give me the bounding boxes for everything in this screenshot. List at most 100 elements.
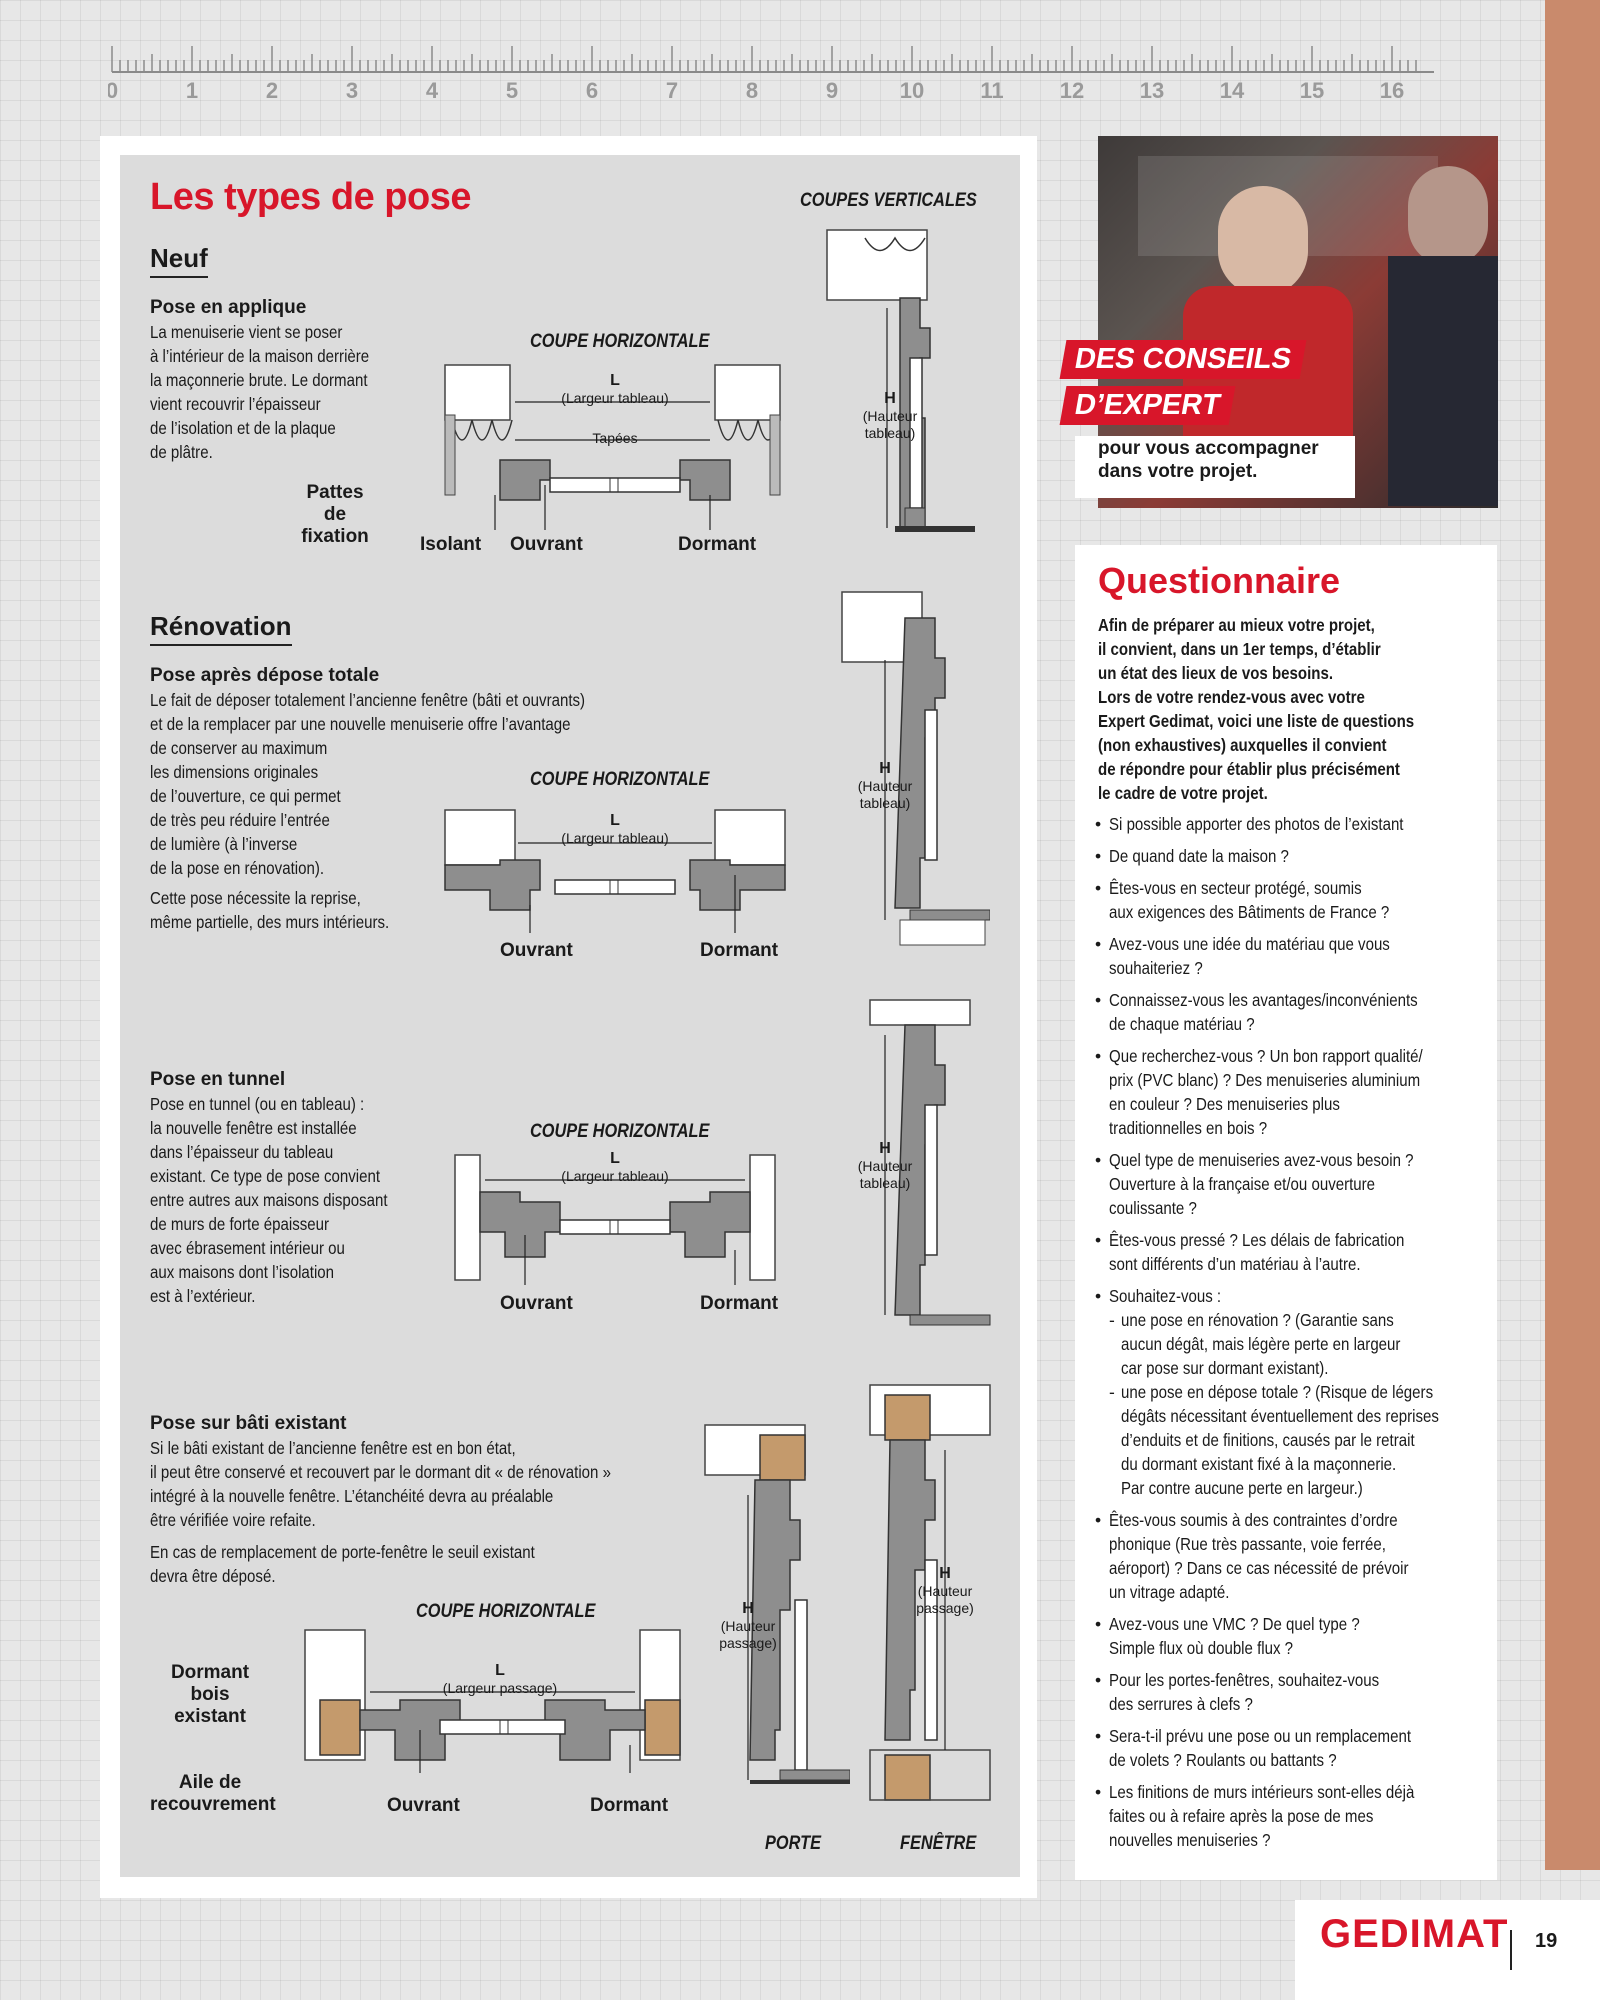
pose-bati-existant-text-2: En cas de remplacement de porte-fenêtre … — [150, 1542, 535, 1586]
tunnel-vertical-diagram — [869, 999, 991, 1326]
section-renovation-title: Rénovation — [150, 611, 292, 646]
bati-dormant-label: Dormant — [590, 1795, 669, 1816]
q-line: Êtes-vous en secteur protégé, soumis — [1109, 878, 1362, 898]
bati-coupe-horizontale-title: COUPE HORIZONTALE — [416, 1601, 596, 1622]
tunnel-L-label: L (Largeur tableau) — [561, 1150, 669, 1184]
tunnel-H-label: H (Hauteur tableau) — [857, 1140, 913, 1191]
q-item2-1: Avez-vous une VMC ? De quel type ? Simple… — [1095, 1612, 1545, 1660]
q-line: des serrures à clefs ? — [1109, 1694, 1253, 1714]
q-item-0: Si possible apporter des photos de l’exi… — [1095, 812, 1545, 836]
renovation-L-label: L (Largeur tableau) — [561, 812, 669, 846]
ruler-tick-label: 16 — [1380, 78, 1404, 103]
ruler-tick-label: 9 — [826, 78, 838, 103]
ruler-tick-label: 2 — [266, 78, 278, 103]
renovation-horizontal-diagram — [444, 809, 786, 933]
q-line: aéroport) ? Dans ce cas nécessité de pré… — [1109, 1558, 1409, 1578]
q-item-2: Êtes-vous en secteur protégé, soumisaux … — [1095, 876, 1545, 924]
q-line: Par contre aucune perte en largeur.) — [1121, 1478, 1363, 1498]
pose-bati-existant-text: Si le bâti existant de l’ancienne fenêtr… — [150, 1438, 611, 1530]
q-line: nouvelles menuiseries ? — [1109, 1830, 1271, 1850]
q-line: en couleur ? Des menuiseries plus — [1109, 1094, 1340, 1114]
q-line: de volets ? Roulants ou battants ? — [1109, 1750, 1337, 1770]
q-item-4: Connaissez-vous les avantages/inconvénie… — [1095, 988, 1545, 1036]
q-line: phonique (Rue très passante, voie ferrée… — [1109, 1534, 1386, 1554]
renovation-coupe-horizontale-title: COUPE HORIZONTALE — [530, 769, 710, 790]
q-line: un vitrage adapté. — [1109, 1582, 1230, 1602]
fenetre-label: FENÊTRE — [900, 1833, 977, 1854]
q-line: car pose sur dormant existant). — [1121, 1358, 1329, 1378]
promo-subtitle-box — [1075, 436, 1355, 498]
q-line: De quand date la maison ? — [1109, 846, 1289, 866]
promo-badge-line1: DES CONSEILS — [1059, 340, 1307, 379]
promo-subtitle: pour vous accompagner dans votre projet. — [1098, 438, 1319, 482]
q-line: aucun dégât, mais légère perte en largeu… — [1121, 1334, 1401, 1354]
porte-label: PORTE — [765, 1833, 821, 1854]
pose-depose-totale-text-2: Cette pose nécessite la reprise, même pa… — [150, 888, 390, 932]
questionnaire-list: Si possible apporter des photos de l’exi… — [1095, 812, 1545, 1860]
tunnel-horizontal-diagram — [454, 1154, 776, 1285]
promo-badge-line2: D’EXPERT — [1059, 386, 1236, 425]
neuf-isolant-label: Isolant — [420, 534, 482, 555]
ruler-tick-label: 0 — [108, 78, 118, 103]
q-line: Les finitions de murs intérieurs sont-el… — [1109, 1782, 1415, 1802]
tunnel-coupe-horizontale-title: COUPE HORIZONTALE — [530, 1121, 710, 1142]
q-item-souhaitez: Souhaitez-vous : une pose en rénovation … — [1095, 1284, 1545, 1500]
ruler-tick-label: 6 — [586, 78, 598, 103]
q-line: sont différents d’un matériau à l’autre. — [1109, 1254, 1361, 1274]
pose-bati-existant-title: Pose sur bâti existant — [150, 1413, 347, 1434]
q-item2-2: Pour les portes-fenêtres, souhaitez-vous… — [1095, 1668, 1545, 1716]
tunnel-dormant-label: Dormant — [700, 1293, 779, 1314]
neuf-coupe-horizontale-title: COUPE HORIZONTALE — [530, 331, 710, 352]
q-line: Quel type de menuiseries avez-vous besoi… — [1109, 1150, 1414, 1170]
renovation-H-label: H (Hauteur tableau) — [857, 760, 913, 811]
gedimat-logo: GEDIMAT — [1320, 1912, 1509, 1956]
q-item2-4: Les finitions de murs intérieurs sont-el… — [1095, 1780, 1545, 1852]
q-item-7: Êtes-vous pressé ? Les délais de fabrica… — [1095, 1228, 1545, 1276]
ruler-tick-label: 1 — [186, 78, 198, 103]
q-line: Que recherchez-vous ? Un bon rapport qua… — [1109, 1046, 1423, 1066]
questionnaire-title: Questionnaire — [1098, 560, 1341, 601]
q-item-3: Avez-vous une idée du matériau que vous s… — [1095, 932, 1545, 980]
q-line: Êtes-vous soumis à des contraintes d’ord… — [1109, 1510, 1398, 1530]
pose-tunnel-title: Pose en tunnel — [150, 1069, 286, 1090]
q-line: de chaque matériau ? — [1109, 1014, 1255, 1034]
coupes-verticales-title: COUPES VERTICALES — [800, 190, 977, 211]
neuf-L-label: L (Largeur tableau) — [561, 372, 669, 406]
q-sub-item-0: une pose en rénovation ? (Garantie sans a… — [1109, 1308, 1545, 1380]
fenetre-H-label: H (Hauteur passage) — [916, 1565, 974, 1616]
q-line: Avez-vous une idée du matériau que vous — [1109, 934, 1390, 954]
bati-L-label: L (Largeur passage) — [442, 1662, 558, 1696]
q-item-5: Que recherchez-vous ? Un bon rapport qua… — [1095, 1044, 1545, 1140]
page-title: Les types de pose — [150, 176, 471, 218]
page-number: 19 — [1535, 1930, 1558, 1952]
q-item-6: Quel type de menuiseries avez-vous besoi… — [1095, 1148, 1545, 1220]
ruler-tick-label: 12 — [1060, 78, 1084, 103]
pose-tunnel-text: Pose en tunnel (ou en tableau) : la nouv… — [150, 1094, 388, 1306]
bati-horizontal-diagram — [304, 1629, 681, 1773]
pose-depose-totale-text: Le fait de déposer totalement l’ancienne… — [150, 690, 586, 878]
ruler-tick-label: 14 — [1220, 78, 1245, 103]
q-line: souhaiteriez ? — [1109, 958, 1203, 978]
neuf-H-label: H (Hauteur tableau) — [862, 390, 918, 441]
neuf-pattes-label: Pattes de fixation — [301, 482, 369, 547]
porte-vertical-diagram — [704, 1424, 850, 1784]
q-line: Sera-t-il prévu une pose ou un remplacem… — [1109, 1726, 1412, 1746]
neuf-ouvrant-label: Ouvrant — [510, 534, 583, 555]
q-line: une pose en rénovation ? (Garantie sans — [1121, 1310, 1394, 1330]
q-line: Avez-vous une VMC ? De quel type ? — [1109, 1614, 1360, 1634]
q-line: Simple flux où double flux ? — [1109, 1638, 1294, 1658]
fenetre-vertical-diagram — [869, 1384, 991, 1801]
renovation-dormant-label: Dormant — [700, 940, 779, 961]
pose-applique-title: Pose en applique — [150, 297, 307, 318]
ruler-tick-label: 10 — [900, 78, 924, 103]
q-line: Si possible apporter des photos de l’exi… — [1109, 814, 1404, 834]
ruler-tick-label: 13 — [1140, 78, 1164, 103]
renovation-vertical-diagram — [841, 591, 990, 946]
neuf-vertical-diagram — [826, 229, 975, 532]
q-line: prix (PVC blanc) ? Des menuiseries alumi… — [1109, 1070, 1421, 1090]
footer-bar — [1295, 1900, 1600, 2000]
ruler-tick-label: 4 — [426, 78, 439, 103]
ruler-tick-label: 11 — [980, 78, 1003, 103]
right-color-stripe — [1545, 0, 1600, 1870]
bati-dormant-bois-label: Dormant bois existant — [170, 1662, 250, 1727]
